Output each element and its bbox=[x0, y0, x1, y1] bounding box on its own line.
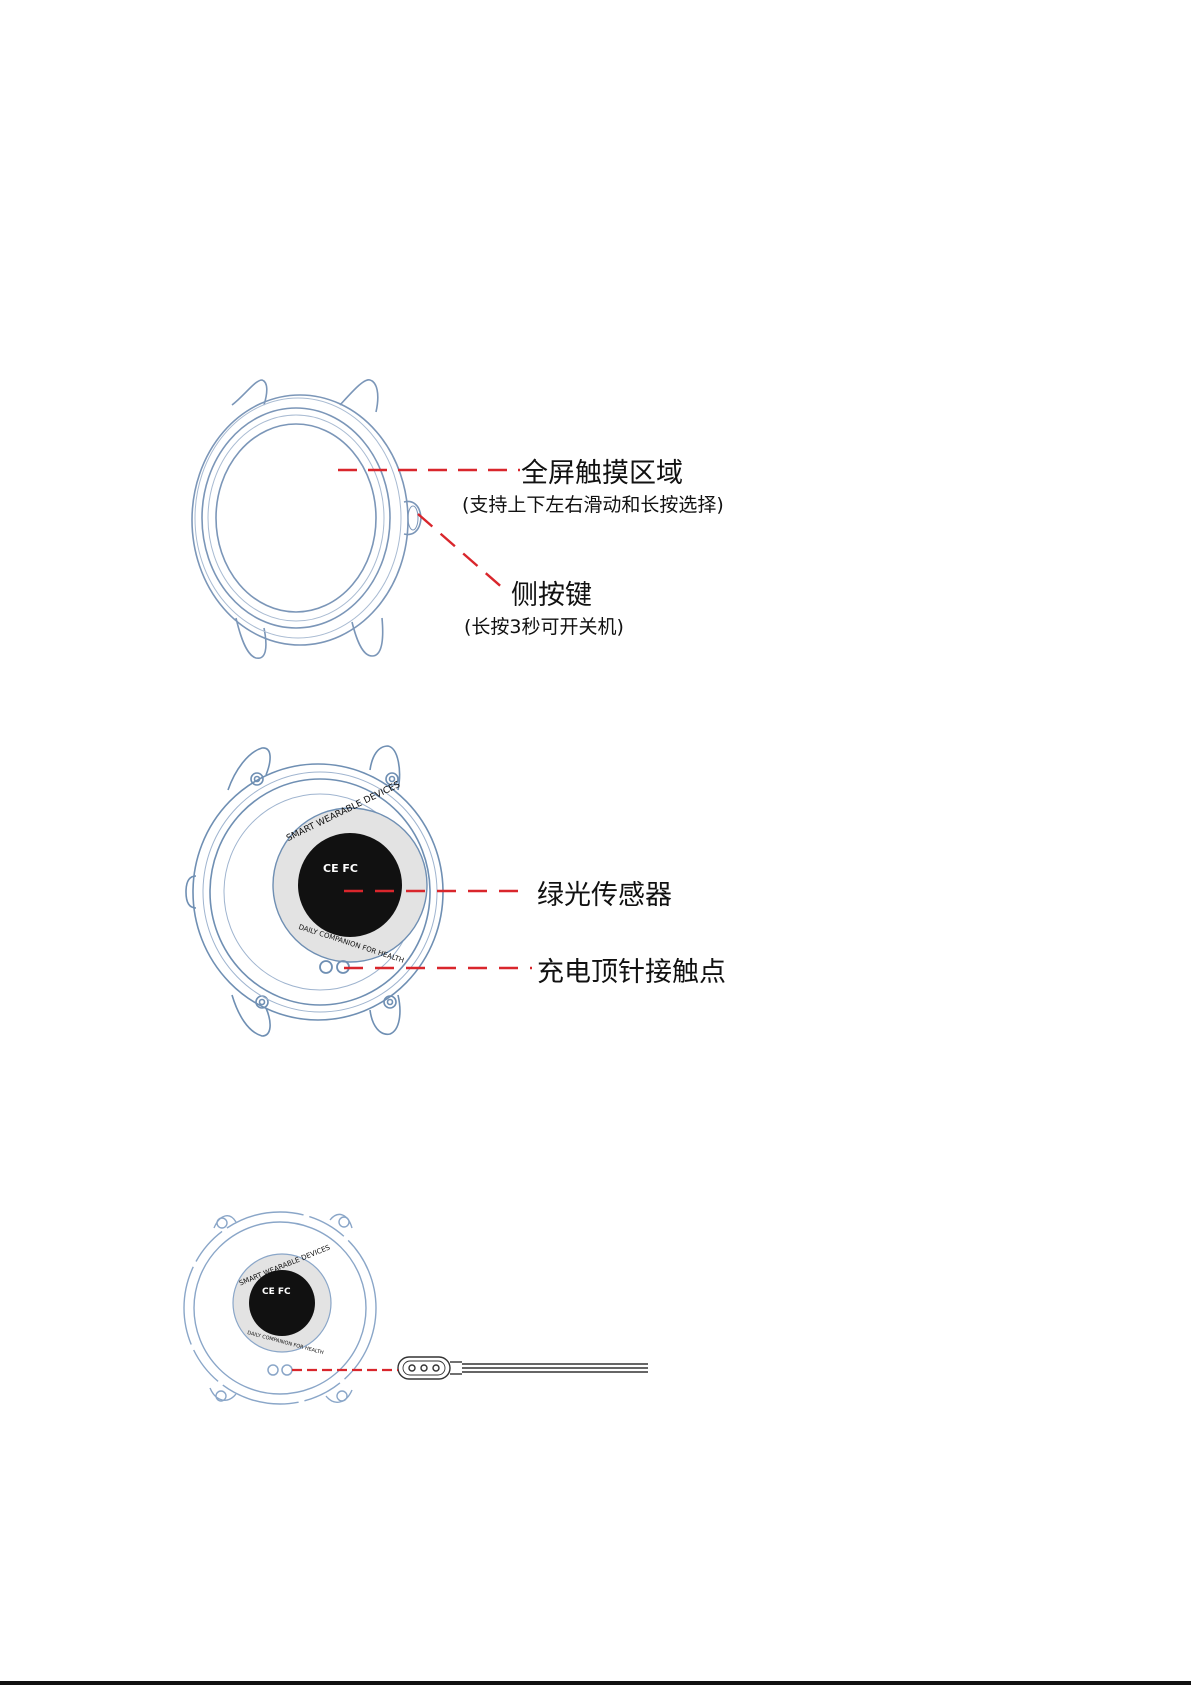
side-button-note: (长按3秒可开关机) bbox=[464, 612, 624, 639]
touch-area-note: (支持上下左右滑动和长按选择) bbox=[462, 490, 724, 517]
side-button-label: 侧按键 bbox=[511, 573, 592, 612]
watch-front-drawing bbox=[192, 380, 421, 658]
cert-marks-small: CE FC bbox=[262, 1287, 291, 1297]
leader-lines-figure1 bbox=[338, 470, 520, 590]
touch-area-label: 全屏触摸区域 bbox=[521, 451, 683, 490]
cert-marks: CE FC bbox=[323, 862, 358, 875]
page-bottom-rule bbox=[0, 1681, 1191, 1685]
charging-contacts-small bbox=[268, 1365, 292, 1375]
charging-contacts-label: 充电顶针接触点 bbox=[537, 950, 726, 989]
charging-cable bbox=[398, 1357, 648, 1379]
sensor-label: 绿光传感器 bbox=[537, 873, 672, 912]
green-light-sensor bbox=[298, 833, 402, 937]
